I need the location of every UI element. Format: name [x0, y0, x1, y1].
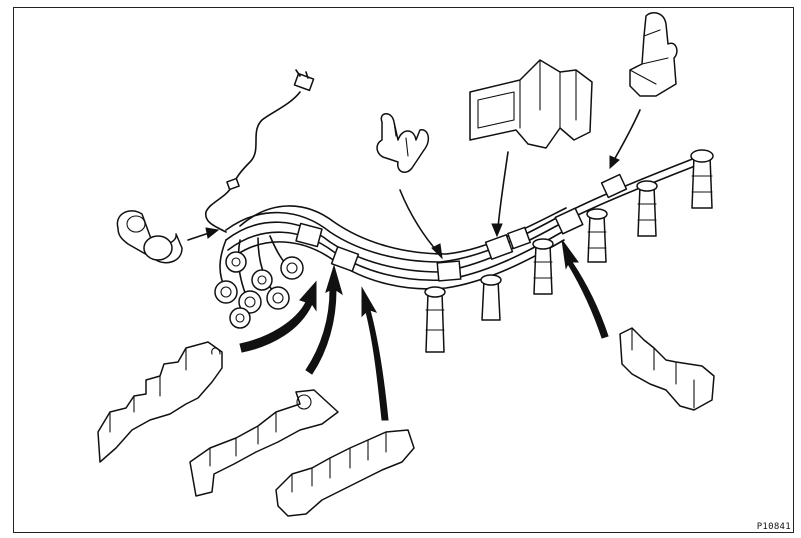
wire-retainer-bottom-middle: [189, 389, 339, 497]
callout-arrows: [187, 109, 641, 421]
wire-clamp-left: [116, 210, 183, 264]
figure-code: P10841: [756, 522, 791, 532]
wire-clip-top-small: [376, 113, 430, 173]
plug-boots-left: [214, 235, 304, 329]
wire-clamp-top-right: [629, 11, 678, 97]
wire-retainer-bottom: [275, 429, 415, 517]
sensor-lead: [204, 69, 315, 233]
wire-retainer-bottom-left: [97, 341, 223, 463]
wire-harness: [225, 155, 701, 290]
wire-clamp-top-large: [469, 59, 593, 149]
wire-clamp-bottom-right: [619, 327, 715, 411]
plug-boots-right: [424, 149, 714, 353]
